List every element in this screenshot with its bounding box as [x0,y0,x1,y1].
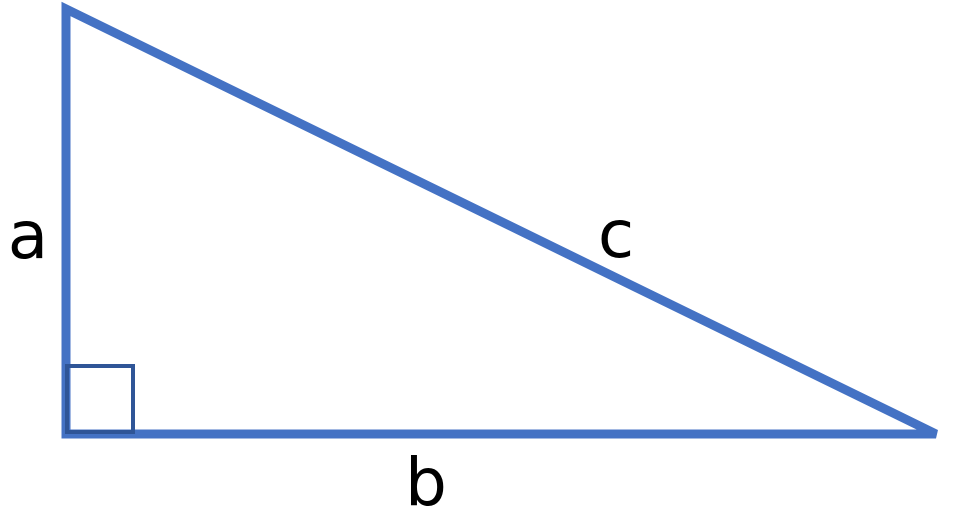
right-triangle [61,1,938,439]
side-b-label: b [405,444,447,521]
side-c-label: c [598,196,634,273]
right-angle-marker [65,364,135,434]
side-a-label: a [8,197,48,274]
